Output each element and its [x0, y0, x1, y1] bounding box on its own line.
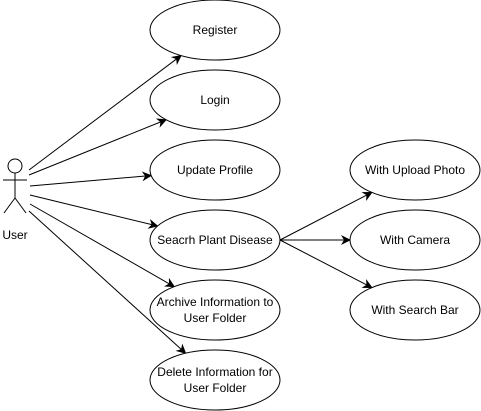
- actor-label: User: [2, 228, 27, 242]
- use-case-label: User Folder: [184, 311, 247, 325]
- edge-user-to-login: [28, 118, 167, 176]
- use-case-label: Register: [193, 23, 238, 37]
- use-case-label: With Upload Photo: [365, 163, 465, 177]
- actor-head: [7, 158, 23, 174]
- use-case-label: Seacrh Plant Disease: [157, 233, 273, 247]
- use-case-with-camera: With Camera: [349, 209, 481, 271]
- use-case-label: Update Profile: [177, 163, 253, 177]
- edge-search-plant-disease-to-with-search-bar: [279, 239, 373, 289]
- use-case-login: Login: [149, 69, 281, 131]
- use-case-ellipse: [149, 209, 281, 271]
- use-case-ellipse: [349, 209, 481, 271]
- use-case-label: Login: [200, 93, 229, 107]
- edge-user-to-archive-information: [29, 203, 176, 288]
- edges-layer: [28, 54, 373, 354]
- use-case-archive-information: Archive Information to User Folder: [149, 279, 281, 341]
- use-case-label: Archive Information to: [157, 295, 274, 309]
- edge-user-to-register: [28, 54, 182, 171]
- edge-search-plant-disease-to-with-upload-photo: [279, 191, 373, 241]
- use-case-label: User Folder: [184, 381, 247, 395]
- actor-right-leg: [14, 197, 27, 214]
- use-case-label: With Camera: [380, 233, 450, 247]
- use-case-ellipse: [149, 69, 281, 131]
- use-case-label: With Search Bar: [371, 303, 458, 317]
- edge-user-to-delete-information: [28, 210, 187, 354]
- use-case-ellipse: [149, 349, 281, 411]
- use-case-update-profile: Update Profile: [149, 139, 281, 201]
- use-case-with-upload-photo: With Upload Photo: [349, 139, 481, 201]
- actor-user: User: [2, 158, 28, 242]
- use-case-search-plant-disease: Seacrh Plant Disease: [149, 209, 281, 271]
- use-case-ellipse: [349, 139, 481, 201]
- use-case-label: Delete Information for: [157, 365, 272, 379]
- edge-user-to-search-plant-disease: [29, 194, 159, 229]
- use-case-register: Register: [149, 0, 281, 61]
- edge-user-to-update-profile: [29, 171, 153, 187]
- use-case-ellipse: [349, 279, 481, 341]
- use-case-ellipse: [149, 0, 281, 61]
- actor-left-leg: [3, 197, 16, 214]
- use-case-ellipse: [149, 279, 281, 341]
- use-case-ellipse: [149, 139, 281, 201]
- use-case-with-search-bar: With Search Bar: [349, 279, 481, 341]
